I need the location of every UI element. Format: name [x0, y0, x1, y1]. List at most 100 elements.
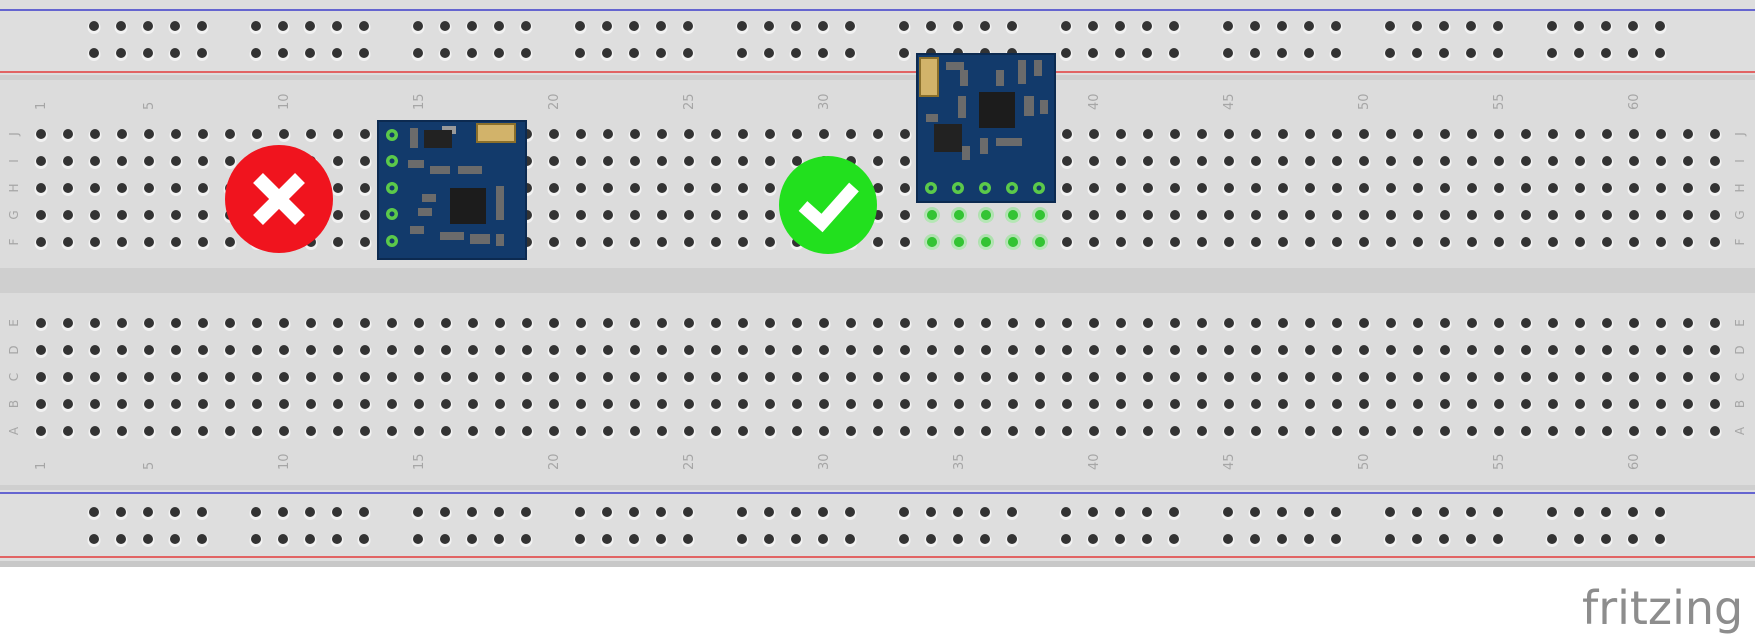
- breadboard-hole[interactable]: [88, 399, 102, 412]
- breadboard-hole[interactable]: [601, 426, 615, 439]
- breadboard-hole[interactable]: [223, 399, 237, 412]
- breadboard-hole[interactable]: [1492, 399, 1506, 412]
- breadboard-hole[interactable]: [439, 399, 453, 412]
- breadboard-hole[interactable]: [1060, 237, 1074, 250]
- breadboard-hole[interactable]: [1626, 507, 1640, 520]
- breadboard-hole[interactable]: [1383, 534, 1397, 547]
- breadboard-hole[interactable]: [34, 183, 48, 196]
- breadboard-hole[interactable]: [1491, 507, 1505, 520]
- breadboard-hole[interactable]: [1221, 534, 1235, 547]
- breadboard-hole[interactable]: [951, 21, 965, 34]
- breadboard-hole[interactable]: [1167, 507, 1181, 520]
- breadboard-hole[interactable]: [1465, 426, 1479, 439]
- breadboard-hole[interactable]: [1168, 318, 1182, 331]
- breadboard-hole[interactable]: [169, 345, 183, 358]
- breadboard-hole[interactable]: [357, 534, 371, 547]
- breadboard-hole[interactable]: [304, 345, 318, 358]
- breadboard-hole[interactable]: [196, 183, 210, 196]
- breadboard-hole[interactable]: [790, 372, 804, 385]
- breadboard-hole[interactable]: [1357, 318, 1371, 331]
- breadboard-hole[interactable]: [358, 318, 372, 331]
- breadboard-hole[interactable]: [61, 237, 75, 250]
- breadboard-hole[interactable]: [1060, 345, 1074, 358]
- breadboard-hole[interactable]: [1626, 534, 1640, 547]
- breadboard-hole[interactable]: [1465, 345, 1479, 358]
- breadboard-hole[interactable]: [1708, 372, 1722, 385]
- breadboard-hole[interactable]: [898, 156, 912, 169]
- breadboard-hole[interactable]: [844, 129, 858, 142]
- breadboard-hole[interactable]: [682, 426, 696, 439]
- breadboard-hole[interactable]: [1087, 210, 1101, 223]
- breadboard-hole[interactable]: [1627, 129, 1641, 142]
- breadboard-hole[interactable]: [1303, 345, 1317, 358]
- breadboard-hole[interactable]: [627, 48, 641, 61]
- breadboard-hole[interactable]: [1114, 372, 1128, 385]
- breadboard-hole[interactable]: [574, 345, 588, 358]
- breadboard-hole[interactable]: [303, 48, 317, 61]
- breadboard-hole[interactable]: [1276, 156, 1290, 169]
- breadboard-hole[interactable]: [1411, 156, 1425, 169]
- breadboard-hole[interactable]: [520, 318, 534, 331]
- breadboard-hole[interactable]: [1599, 21, 1613, 34]
- breadboard-hole[interactable]: [1600, 318, 1614, 331]
- breadboard-hole[interactable]: [411, 21, 425, 34]
- breadboard-hole[interactable]: [898, 183, 912, 196]
- breadboard-hole[interactable]: [1168, 183, 1182, 196]
- breadboard-hole[interactable]: [115, 345, 129, 358]
- breadboard-hole[interactable]: [897, 21, 911, 34]
- breadboard-hole[interactable]: [520, 399, 534, 412]
- breadboard-hole[interactable]: [61, 318, 75, 331]
- breadboard-hole[interactable]: [1276, 129, 1290, 142]
- breadboard-hole[interactable]: [709, 237, 723, 250]
- breadboard-hole[interactable]: [1086, 21, 1100, 34]
- breadboard-hole[interactable]: [1195, 156, 1209, 169]
- breadboard-hole[interactable]: [682, 372, 696, 385]
- breadboard-hole[interactable]: [547, 318, 561, 331]
- breadboard-hole[interactable]: [1492, 183, 1506, 196]
- breadboard-hole[interactable]: [385, 318, 399, 331]
- breadboard-hole[interactable]: [1411, 399, 1425, 412]
- breadboard-hole[interactable]: [1627, 210, 1641, 223]
- breadboard-hole[interactable]: [871, 156, 885, 169]
- breadboard-hole[interactable]: [1033, 318, 1047, 331]
- breadboard-hole[interactable]: [925, 345, 939, 358]
- breadboard-hole[interactable]: [924, 21, 938, 34]
- breadboard-hole[interactable]: [1303, 372, 1317, 385]
- breadboard-hole[interactable]: [952, 426, 966, 439]
- breadboard-hole[interactable]: [1681, 237, 1695, 250]
- breadboard-hole[interactable]: [735, 21, 749, 34]
- breadboard-hole[interactable]: [1546, 129, 1560, 142]
- breadboard-hole[interactable]: [843, 534, 857, 547]
- breadboard-hole[interactable]: [1599, 534, 1613, 547]
- breadboard-hole[interactable]: [1330, 183, 1344, 196]
- breadboard-hole[interactable]: [331, 237, 345, 250]
- breadboard-hole[interactable]: [1140, 534, 1154, 547]
- breadboard-hole[interactable]: [1384, 399, 1398, 412]
- breadboard-hole[interactable]: [1438, 129, 1452, 142]
- breadboard-hole[interactable]: [1248, 21, 1262, 34]
- breadboard-hole[interactable]: [763, 372, 777, 385]
- breadboard-hole[interactable]: [682, 183, 696, 196]
- breadboard-hole[interactable]: [709, 318, 723, 331]
- breadboard-hole[interactable]: [1357, 399, 1371, 412]
- breadboard-hole[interactable]: [1330, 129, 1344, 142]
- breadboard-hole[interactable]: [1464, 507, 1478, 520]
- breadboard-hole[interactable]: [1492, 237, 1506, 250]
- breadboard-hole[interactable]: [1195, 210, 1209, 223]
- breadboard-hole[interactable]: [1195, 426, 1209, 439]
- breadboard-hole[interactable]: [276, 507, 290, 520]
- breadboard-hole[interactable]: [736, 129, 750, 142]
- breadboard-hole[interactable]: [142, 426, 156, 439]
- breadboard-hole[interactable]: [277, 129, 291, 142]
- breadboard-hole[interactable]: [438, 507, 452, 520]
- breadboard-hole[interactable]: [1573, 345, 1587, 358]
- breadboard-hole[interactable]: [331, 372, 345, 385]
- breadboard-hole[interactable]: [1222, 183, 1236, 196]
- breadboard-hole[interactable]: [1357, 129, 1371, 142]
- breadboard-hole[interactable]: [1303, 156, 1317, 169]
- breadboard-hole[interactable]: [574, 399, 588, 412]
- breadboard-hole[interactable]: [1492, 426, 1506, 439]
- breadboard-hole[interactable]: [465, 534, 479, 547]
- breadboard-hole[interactable]: [1168, 210, 1182, 223]
- breadboard-hole[interactable]: [1600, 210, 1614, 223]
